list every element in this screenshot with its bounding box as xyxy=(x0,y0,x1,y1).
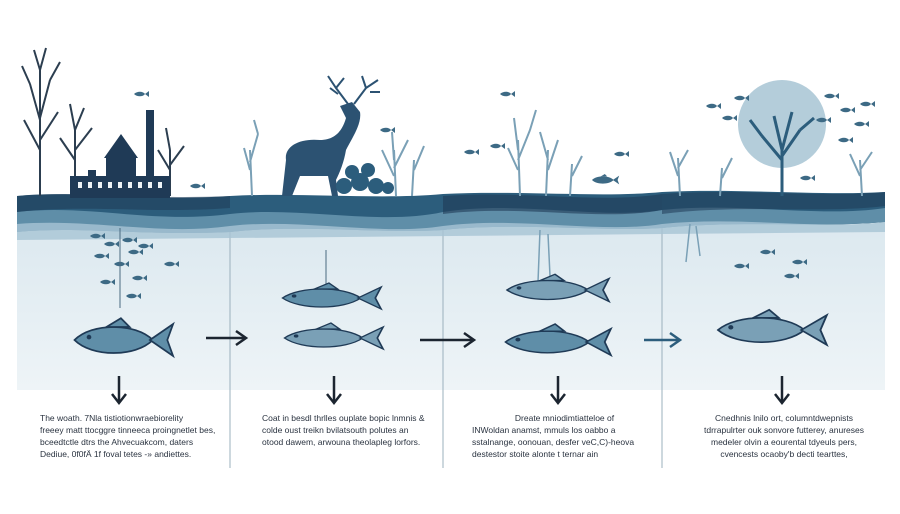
stage-4-roots xyxy=(685,223,701,263)
stage-dividers xyxy=(229,228,663,468)
stage-1-landscape xyxy=(21,47,185,196)
stage-2-plants xyxy=(243,119,425,197)
caption-line: destestor stoite alonte t ternar ain xyxy=(472,449,599,459)
stage-3-reeds xyxy=(537,229,551,283)
caption-line: INWoldan anamst, mmuls los oabbo a xyxy=(472,425,616,435)
stage-3-fish-d xyxy=(614,151,629,157)
stage-1-caption: The woath. 7Nla tistiotionwraebiorelity … xyxy=(40,412,225,460)
caption-line: freeey matt ttocggre tinneeca proingnetl… xyxy=(40,425,216,435)
stage-2-fish-lower xyxy=(283,322,384,350)
caption-line: otood dawem, arwouna theolapleg lorfors. xyxy=(262,437,421,447)
arrow-right-2 xyxy=(420,331,477,349)
deer-antlers xyxy=(327,75,380,105)
caption-line: cvencests ocaoby'b decti tearttes, xyxy=(720,449,848,459)
caption-line: Cnedhnis lnilo ort, columntdwepnists xyxy=(715,413,853,423)
caption-line: tdrrapulrter ouk sonvore futterey, anure… xyxy=(703,425,864,435)
caption-line: colde oust treikn bvilatsouth polutes an xyxy=(262,425,409,435)
arrow-right-3 xyxy=(644,331,683,349)
big-tree xyxy=(738,80,826,196)
stage-2-fish-upper xyxy=(281,282,382,310)
stage-3-surface-fish xyxy=(592,174,620,185)
deer xyxy=(282,102,361,196)
stage-3-fish-b xyxy=(490,143,505,149)
caption-line: The woath. 7Nla tistiotionwraebiorelity xyxy=(40,413,184,423)
stage-1-fish xyxy=(73,317,174,357)
caption-line: medeler olvin a eourental tdyeuls pers, xyxy=(711,437,857,447)
stage-3-fish-lower xyxy=(504,323,612,357)
stage-4-caption: Cnedhnis lnilo ort, columntdwepnists tdr… xyxy=(684,412,884,460)
caption-line: Dediue, 0f0fÄ 1f foval tetes -» andiette… xyxy=(40,449,192,459)
stage-1-surface-fish xyxy=(190,183,205,189)
stage-3-fish-a xyxy=(464,149,479,155)
surface-wave-band xyxy=(17,190,885,240)
down-arrows xyxy=(111,376,790,406)
stage-3-caption: Dreate mniodimtiatteloe of INWoldan anam… xyxy=(472,412,657,460)
water-body xyxy=(17,218,885,390)
caption-line: sstalnange, oonouan, desfer veC,C)-heova xyxy=(472,437,635,447)
caption-line: Dreate mniodimtiatteloe of xyxy=(514,413,615,423)
stage-3-coral xyxy=(507,109,583,197)
stage-4-grass xyxy=(669,149,873,197)
rock-pile xyxy=(336,163,394,194)
stage-3-fish-upper xyxy=(506,273,610,303)
arrow-right-1 xyxy=(206,329,249,347)
caption-line: bceedtctle dtrs the Ahvecuakcom, daters xyxy=(40,437,194,447)
stage-2-caption: Coat in besdl thrlles ouplate bopic lnmn… xyxy=(262,412,442,448)
stage-4-fish xyxy=(717,308,828,346)
factory-windows xyxy=(78,182,162,188)
caption-line: Coat in besdl thrlles ouplate bopic lnmn… xyxy=(262,413,425,423)
stage-3-fish-c xyxy=(500,91,515,97)
stage-1-flying-fish xyxy=(134,91,149,97)
